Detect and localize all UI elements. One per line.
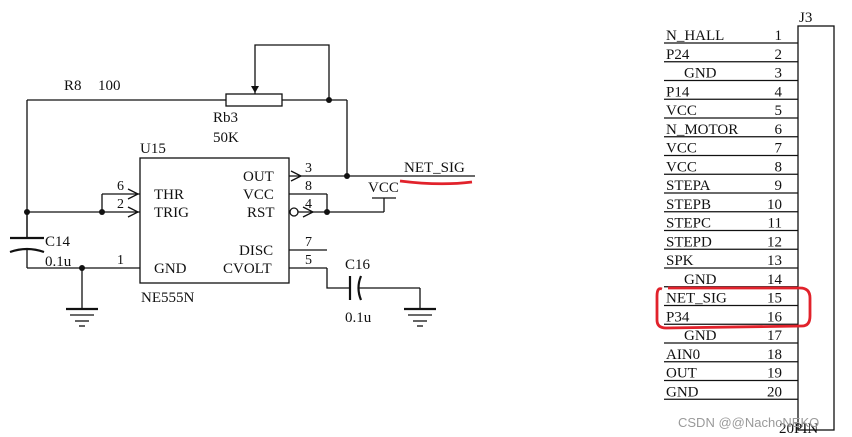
r8-value: 100 [98, 78, 121, 94]
j3-pin-number: 7 [775, 141, 783, 157]
j3-pin-name: P34 [666, 309, 690, 325]
pin-num-6: 6 [117, 179, 124, 194]
j3-pin-number: 18 [767, 347, 782, 363]
j3-pin-number: 12 [767, 234, 782, 250]
j3-pin-name: GND [684, 272, 717, 288]
pin-name-cvolt: CVOLT [223, 261, 272, 277]
j3-pin-name: SPK [666, 253, 694, 269]
j3-pin-number: 2 [775, 47, 783, 63]
j3-pin-number: 11 [768, 216, 782, 232]
j3-pin-number: 9 [775, 178, 783, 194]
watermark: CSDN @@NachoNEKO [678, 415, 819, 430]
j3-pin-name: VCC [666, 103, 697, 119]
ground-symbol-left [66, 268, 98, 327]
j3-pin-number: 14 [767, 272, 783, 288]
pin-name-trig: TRIG [154, 205, 189, 221]
j3-pin-name: N_HALL [666, 28, 724, 44]
j3-type: 20PIN [779, 421, 818, 437]
j3-pin-name: P14 [666, 84, 690, 100]
net-sig-label: NET_SIG [404, 160, 465, 176]
pin-num-5: 5 [305, 253, 312, 268]
j3-pin-number: 8 [775, 159, 783, 175]
j3-pin-name: STEPB [666, 197, 711, 213]
j3-pin-number: 13 [767, 253, 782, 269]
potentiometer-rb3: Rb3 50K [213, 44, 348, 176]
pin-name-out: OUT [243, 169, 274, 185]
ground-symbol-right [404, 307, 436, 327]
pin-num-8: 8 [305, 179, 312, 194]
j3-ref: J3 [799, 10, 812, 26]
vcc-label: VCC [368, 180, 399, 196]
pin-name-thr: THR [154, 187, 184, 203]
pins-15-16-highlight [655, 286, 812, 330]
pin-num-1: 1 [117, 253, 124, 268]
j3-pin-name: N_MOTOR [666, 122, 738, 138]
j3-pin-number: 20 [767, 384, 782, 400]
j3-pin-number: 17 [767, 328, 783, 344]
j3-pin-name: P24 [666, 47, 690, 63]
j3-pin-name: VCC [666, 141, 697, 157]
j3-pin-name: STEPD [666, 234, 712, 250]
pin-name-disc: DISC [239, 243, 273, 259]
rb3-ref: Rb3 [213, 110, 238, 126]
j3-pin-name: STEPA [666, 178, 711, 194]
j3-pin-name: AIN0 [666, 347, 700, 363]
j3-pin-number: 10 [767, 197, 782, 213]
ic-u15: U15 NE555N 6 2 1 THR TRIG GND 3 8 4 [27, 141, 475, 306]
j3-pin-number: 15 [767, 291, 782, 307]
capacitor-c16: C16 0.1u [345, 257, 421, 326]
pin-num-7: 7 [305, 235, 312, 250]
ic-part: NE555N [141, 290, 194, 306]
j3-pin-name: GND [684, 328, 717, 344]
net-sig-highlight [399, 179, 473, 186]
j3-pin-name: STEPC [666, 216, 711, 232]
j3-pin-number: 4 [775, 84, 783, 100]
pin-num-3: 3 [305, 161, 312, 176]
pin-num-2: 2 [117, 197, 124, 212]
j3-pin-name: GND [684, 66, 717, 82]
r8-ref: R8 [64, 78, 82, 94]
j3-pin-number: 16 [767, 309, 783, 325]
j3-pin-name: GND [666, 384, 699, 400]
j3-pin-name: VCC [666, 159, 697, 175]
ic-ref: U15 [140, 141, 166, 157]
c14-ref: C14 [45, 234, 71, 250]
pin-name-gnd: GND [154, 261, 187, 277]
j3-pin-number: 6 [775, 122, 783, 138]
j3-pin-name: OUT [666, 366, 697, 382]
c14-value: 0.1u [45, 254, 72, 270]
rb3-value: 50K [213, 130, 239, 146]
j3-pin-number: 3 [775, 66, 783, 82]
j3-pin-number: 5 [775, 103, 783, 119]
c16-ref: C16 [345, 257, 371, 273]
pin-num-4: 4 [305, 197, 312, 212]
j3-pin-name: NET_SIG [666, 291, 727, 307]
pin-name-rst: RST [247, 205, 275, 221]
capacitor-c14: C14 0.1u [9, 209, 85, 271]
c16-value: 0.1u [345, 310, 372, 326]
pin-name-vcc: VCC [243, 187, 274, 203]
j3-pin-number: 19 [767, 366, 782, 382]
j3-pin-number: 1 [775, 28, 783, 44]
